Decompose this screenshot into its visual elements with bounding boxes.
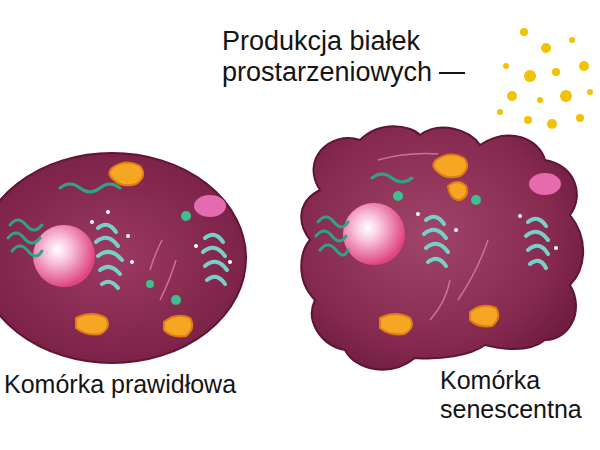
endoplasmic-reticulum (316, 174, 412, 255)
golgi-apparatus (203, 235, 227, 284)
protein-dot (524, 116, 532, 124)
protein-dot (547, 119, 557, 129)
callout-label: Produkcja białek prostarzeniowych (222, 26, 492, 88)
granule (471, 195, 481, 205)
vesicle-dot (554, 246, 558, 250)
cell-label: Komórka prawidłowa (4, 370, 236, 399)
mitochondrion (76, 314, 108, 334)
secreted-proteins (497, 28, 593, 129)
granule (181, 211, 191, 221)
golgi-apparatus (424, 217, 448, 266)
protein-dot (560, 90, 572, 102)
vesicle-dots (90, 210, 232, 264)
protein-dot (576, 114, 584, 122)
golgi-apparatus (526, 219, 548, 268)
nucleus (343, 203, 405, 265)
mitochondrion (470, 306, 498, 327)
protein-dot (524, 70, 536, 82)
protein-dot (497, 109, 503, 115)
mitochondrion (164, 316, 192, 337)
mitochondrion (433, 154, 467, 177)
mitochondrion (380, 314, 412, 334)
protein-dot (507, 91, 517, 101)
vesicle (194, 195, 226, 217)
protein-dot (537, 97, 543, 103)
senescent-cell (301, 126, 583, 369)
normal-cell (0, 153, 246, 363)
vesicle-dot (90, 220, 94, 224)
protein-dot (552, 68, 560, 76)
cell-label: Komórka senescentna (440, 366, 595, 424)
vesicle-dot (106, 210, 110, 214)
vesicle-dot (228, 260, 232, 264)
granule (393, 191, 403, 201)
cytoskeleton (150, 240, 176, 300)
vesicle-dot (126, 234, 130, 238)
cytoskeleton (378, 154, 488, 320)
protein-dot (520, 28, 528, 36)
vesicle-dot (130, 260, 134, 264)
granule (171, 295, 181, 305)
granule (146, 280, 154, 288)
nucleus (33, 225, 95, 287)
vesicle-dot (416, 212, 420, 216)
vesicle-dot (518, 214, 522, 218)
mitochondrion (448, 182, 467, 200)
protein-dot (569, 37, 575, 43)
protein-dot (503, 63, 509, 69)
mitochondrion (109, 162, 143, 185)
protein-dot (579, 61, 589, 71)
leader-line (439, 72, 465, 74)
vesicle (529, 173, 561, 195)
protein-dot (541, 43, 551, 53)
vesicle-dot (194, 244, 198, 248)
golgi-apparatus (96, 225, 122, 288)
endoplasmic-reticulum (8, 184, 120, 256)
protein-dot (587, 89, 593, 95)
vesicle-dot (454, 228, 458, 232)
